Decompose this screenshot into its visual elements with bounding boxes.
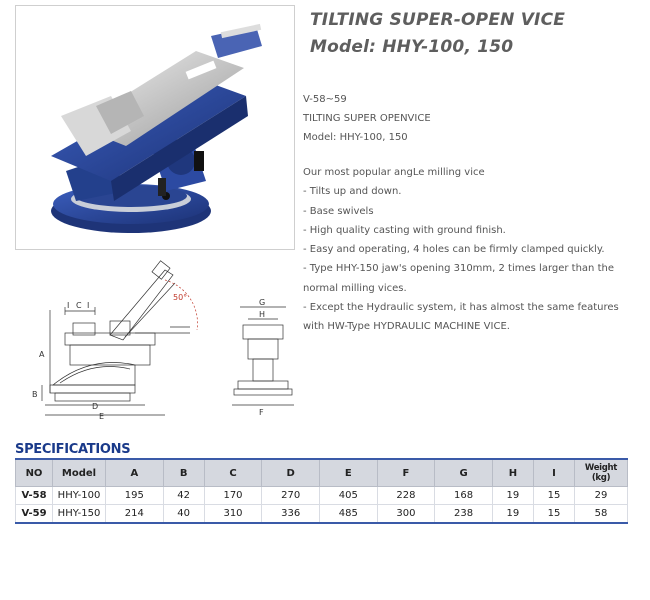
description-line: - Tilts up and down.: [303, 186, 402, 198]
dim-label-h: H: [259, 310, 265, 319]
product-model-heading: Model: HHY-100, 150: [310, 37, 514, 57]
specifications-title: SPECIFICATIONS: [15, 442, 131, 457]
cell: 405: [318, 486, 378, 505]
angle-label: 50°: [173, 293, 187, 302]
cell: 336: [261, 504, 320, 524]
cell: 300: [376, 504, 436, 524]
description-line: with HW-Type HYDRAULIC MACHINE VICE.: [303, 321, 510, 333]
col-header-no: NO: [15, 458, 53, 487]
description-line: - Type HHY-150 jaw's opening 310mm, 2 ti…: [303, 263, 614, 275]
description-line: - High quality casting with ground finis…: [303, 224, 506, 236]
cell: 19: [491, 504, 534, 524]
dim-label-i1: I: [67, 301, 69, 310]
product-model: Model: HHY-100, 150: [303, 132, 408, 143]
cell: 485: [318, 504, 378, 524]
table-row: V-58 HHY-100 195 42 170 270 405 228 168 …: [15, 486, 628, 505]
col-header-g: G: [434, 458, 493, 487]
table-row: V-59 HHY-150 214 40 310 336 485 300 238 …: [15, 504, 628, 524]
cell: 270: [261, 486, 320, 505]
dim-label-g: G: [259, 298, 265, 307]
col-header-h: H: [491, 458, 534, 487]
product-name: TILTING SUPER OPENVICE: [303, 113, 431, 124]
col-header-i: I: [532, 458, 576, 487]
dim-label-f: F: [259, 408, 264, 417]
col-header-d: D: [261, 458, 320, 487]
cell: 195: [105, 486, 164, 505]
cell: 40: [162, 504, 205, 524]
cell: 15: [532, 504, 576, 524]
cell: 214: [105, 504, 164, 524]
dim-label-d: D: [92, 402, 98, 411]
col-header-model: Model: [52, 458, 106, 487]
dim-label-i2: I: [87, 301, 89, 310]
description-line: Our most popular angLe milling vice: [303, 167, 485, 178]
description-line: - Easy and operating, 4 holes can be fir…: [303, 244, 605, 256]
dim-label-b: B: [32, 390, 38, 399]
cell: V-58: [15, 486, 53, 505]
specifications-table: NO Model A B C D E F G H I Weight (kg) V…: [15, 458, 628, 524]
description-line: normal milling vices.: [303, 282, 407, 294]
cell: 19: [491, 486, 534, 505]
table-header-row: NO Model A B C D E F G H I Weight (kg): [15, 458, 628, 487]
vice-product-image: [51, 23, 262, 233]
side-view-drawing: 50° A B I C I D E: [15, 255, 215, 430]
dim-label-a: A: [39, 350, 45, 359]
col-header-f: F: [376, 458, 436, 487]
cell: 42: [162, 486, 205, 505]
cell: V-59: [15, 504, 53, 524]
product-meta: V-58~59 TILTING SUPER OPENVICE Model: HH…: [303, 90, 431, 147]
description-line: - Base swivels: [303, 205, 374, 217]
cell: 228: [376, 486, 436, 505]
product-photo-frame: [15, 5, 295, 250]
product-description: Our most popular angLe milling vice - Ti…: [303, 163, 638, 337]
cell: 310: [203, 504, 263, 524]
cell: 238: [434, 504, 493, 524]
col-header-b: B: [162, 458, 205, 487]
cell: 29: [574, 486, 628, 505]
front-view-drawing: G H F: [228, 295, 298, 420]
col-header-weight: Weight (kg): [574, 458, 628, 487]
description-line: - Except the Hydraulic system, it has al…: [303, 302, 619, 314]
cell: 15: [532, 486, 576, 505]
col-header-c: C: [203, 458, 263, 487]
col-header-e: E: [318, 458, 378, 487]
cell: 170: [203, 486, 263, 505]
dim-label-e: E: [99, 412, 104, 421]
cell: HHY-150: [52, 504, 106, 524]
dim-label-c: C: [76, 301, 82, 310]
cell: HHY-100: [52, 486, 106, 505]
cell: 58: [574, 504, 628, 524]
product-code: V-58~59: [303, 94, 347, 105]
product-title: TILTING SUPER-OPEN VICE: [310, 10, 566, 30]
col-header-a: A: [105, 458, 164, 487]
cell: 168: [434, 486, 493, 505]
